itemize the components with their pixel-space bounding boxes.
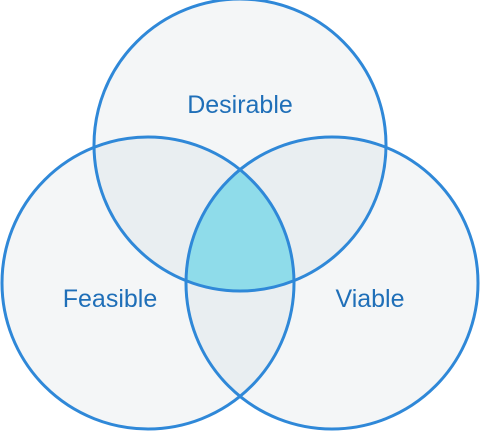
overlap-center-group bbox=[186, 137, 294, 291]
label-viable: Viable bbox=[335, 285, 404, 313]
circle-viable-outline bbox=[184, 135, 480, 431]
label-desirable: Desirable bbox=[187, 91, 293, 119]
circle-desirable-outline bbox=[92, 0, 388, 293]
circle-feasible-outline bbox=[0, 135, 296, 431]
label-feasible: Feasible bbox=[63, 285, 158, 313]
overlap-center bbox=[186, 137, 294, 291]
